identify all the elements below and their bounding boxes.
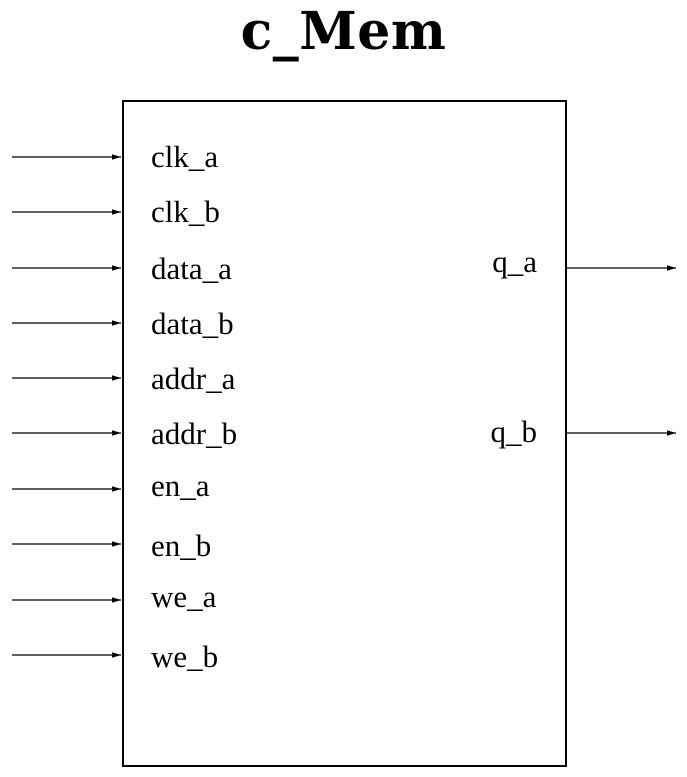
input-label-we-b: we_b bbox=[151, 639, 218, 674]
memory-block bbox=[122, 100, 567, 767]
input-label-clk-a: clk_a bbox=[151, 139, 218, 174]
diagram-title: c_Mem bbox=[240, 1, 447, 62]
output-ports: q_a q_b bbox=[491, 244, 676, 449]
output-label-q-a: q_a bbox=[492, 244, 537, 279]
input-label-en-a: en_a bbox=[151, 468, 210, 503]
input-label-data-b: data_b bbox=[151, 306, 234, 341]
input-label-data-a: data_a bbox=[151, 251, 232, 286]
input-label-addr-a: addr_a bbox=[151, 361, 236, 396]
input-label-we-a: we_a bbox=[151, 579, 217, 614]
output-label-q-b: q_b bbox=[491, 414, 538, 449]
input-label-addr-b: addr_b bbox=[151, 416, 237, 451]
input-label-clk-b: clk_b bbox=[151, 194, 220, 229]
input-label-en-b: en_b bbox=[151, 528, 211, 563]
input-ports: clk_a clk_b data_a data_b addr_a addr_b en_aen… bbox=[12, 139, 237, 674]
